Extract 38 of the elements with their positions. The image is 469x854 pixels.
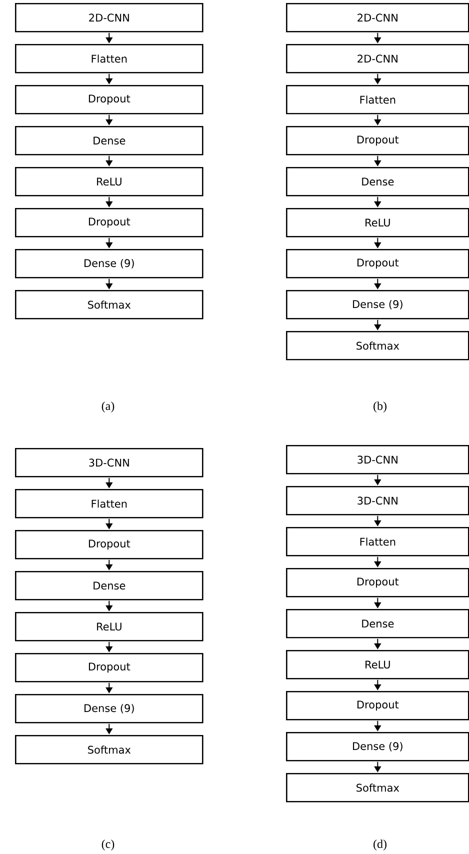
- panel-caption: (b): [374, 402, 386, 412]
- layer-box: Dropout: [15, 208, 204, 238]
- layer-box: ReLU: [286, 650, 469, 680]
- layer-box: 3D-CNN: [15, 448, 204, 478]
- layer-box: Flatten: [286, 527, 469, 556]
- layer-box: Flatten: [286, 85, 469, 114]
- layer-box: Softmax: [286, 331, 469, 360]
- layer-box: Flatten: [15, 489, 204, 518]
- layer-box: 3D-CNN: [286, 445, 469, 474]
- panel-caption: (a): [102, 402, 114, 412]
- layer-box: Dense (9): [15, 249, 204, 278]
- layer-box: Dense: [286, 609, 469, 638]
- layer-box: Dense (9): [286, 290, 469, 320]
- layer-box: Dropout: [286, 249, 469, 278]
- layer-box: Dense: [15, 126, 204, 156]
- layer-box: Softmax: [286, 773, 469, 802]
- layer-box: Softmax: [15, 290, 204, 320]
- layer-box: 2D-CNN: [286, 44, 469, 74]
- panel-caption: (c): [102, 840, 114, 850]
- layer-box: 2D-CNN: [286, 3, 469, 32]
- layer-box: Dropout: [15, 530, 204, 560]
- layer-box: Softmax: [15, 735, 204, 764]
- layer-box: ReLU: [15, 167, 204, 196]
- layer-box: Dense: [15, 571, 204, 600]
- layer-box: ReLU: [15, 612, 204, 642]
- layer-box: ReLU: [286, 208, 469, 238]
- layer-box: Dense (9): [15, 694, 204, 724]
- layer-box: Dropout: [286, 126, 469, 156]
- panel-caption: (d): [374, 840, 386, 850]
- layer-box: 2D-CNN: [15, 3, 204, 32]
- layer-box: Flatten: [15, 44, 204, 74]
- layer-box: 3D-CNN: [286, 486, 469, 516]
- layer-box: Dropout: [286, 568, 469, 598]
- layer-box: Dense: [286, 167, 469, 196]
- layer-box: Dropout: [15, 85, 204, 114]
- layer-box: Dense (9): [286, 732, 469, 762]
- layer-box: Dropout: [15, 653, 204, 682]
- layer-box: Dropout: [286, 691, 469, 720]
